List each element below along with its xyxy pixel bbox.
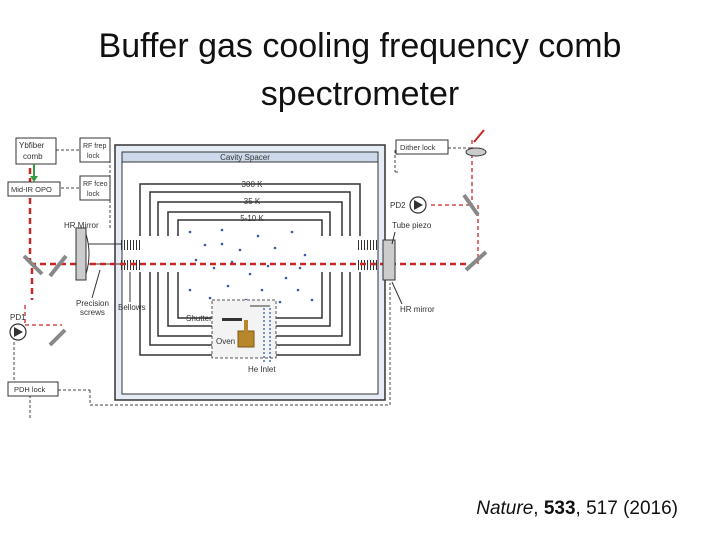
hr-mirror-right [382,239,396,281]
bellows-left-upper [121,240,142,250]
shutter-label: Shutter [186,314,212,323]
hr-mirror-left [75,227,87,281]
dither-lock-label: Dither lock [400,143,436,152]
citation-volume: 533 [543,498,576,519]
rf-fceo-lock-box [79,175,111,201]
pdh-lock-label: PDH lock [14,385,46,394]
rf-frep-label-2: lock [87,153,100,160]
citation-sep-2: , [575,498,587,519]
title-line-2: spectrometer [260,75,460,113]
citation-journal: Nature [476,498,534,519]
ybfiber-label-1: Ybfiber [19,141,45,150]
fold-mirror-left-2 [48,254,68,278]
rf-fceo-label-1: RF fceo [83,181,108,188]
hr-mirror-left-label: HR Mirror [64,221,99,230]
beam-arrow-top [473,129,485,143]
radiation-shields [139,183,361,356]
he-inlet-lines [263,308,271,364]
ybfiber-comb-box [15,137,57,165]
oven [237,330,255,348]
hr-mirror-right-label: HR mirror [400,305,435,314]
he-inlet-label: He Inlet [248,365,276,374]
temp-5-10k-label: 5-10 K [240,214,264,223]
ybfiber-label-2: comb [23,152,43,161]
bellows-label: Bellows [118,303,146,312]
control-lines [13,147,472,420]
citation-sep-1: , [533,498,544,519]
fold-mirror-right-2 [464,250,488,272]
pd1-label: PD1 [10,313,26,322]
pdh-lock-box [7,381,59,397]
precision-label-2: screws [80,308,105,317]
precision-label-1: Precision [76,299,109,308]
oven-label: Oven [216,337,235,346]
fold-mirror-right-1 [462,193,480,217]
temp-35k-label: 35 K [244,197,261,206]
citation-rest: 517 (2016) [586,498,678,519]
pd2-icon [409,196,427,214]
beam-splitter-top [465,147,487,157]
citation: Nature, 533, 517 (2016) [476,498,678,520]
bellows-right-upper [358,240,379,250]
buffer-gas-molecules [188,228,314,304]
title-line-1: Buffer gas cooling frequency comb [98,27,622,65]
rf-fceo-label-2: lock [87,191,100,198]
fold-mirror-left-1 [22,254,44,276]
cavity-spacer-label: Cavity Spacer [220,153,270,162]
rf-frep-lock-box [79,137,111,163]
tube-piezo-label: Tube piezo [392,221,432,230]
dither-lock-box [395,139,449,155]
pd1-optic [48,328,67,347]
bellows-right-lower [358,260,379,270]
pd1-icon [9,323,27,341]
rf-frep-label-1: RF frep [83,143,106,150]
temp-300k-label: 300 K [242,180,264,189]
pd2-label: PD2 [390,201,406,210]
shutter [222,318,242,321]
mid-ir-opo-label: Mid-IR OPO [11,185,52,194]
slide-title: Buffer gas cooling frequency comb spectr… [0,22,720,118]
